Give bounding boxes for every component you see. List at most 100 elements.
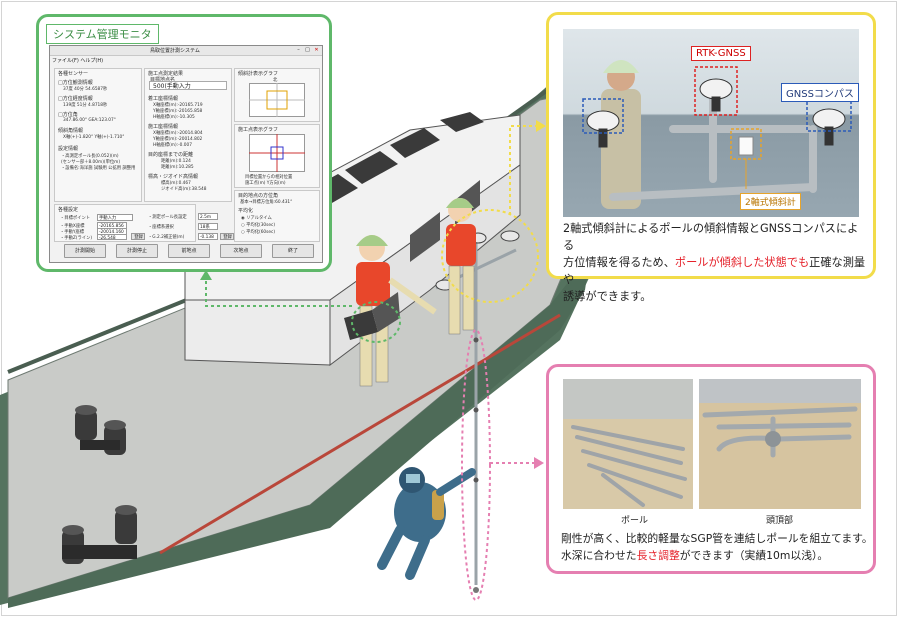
- pole-head-photo: [699, 379, 861, 509]
- monitor-window: 鳥取位置計測システム – □ ✕ ファイル(F) ヘルプ(H) 各種センサー □…: [49, 45, 323, 263]
- register-button-left[interactable]: 登録: [131, 233, 145, 240]
- tilt-sensor-label: 2軸式傾斜計: [740, 193, 801, 210]
- bollards-lower: [62, 505, 137, 564]
- position-label: □方位観測情報: [58, 80, 93, 86]
- pole-head-photo-illustration: [699, 379, 861, 458]
- system-monitor-panel: システム管理モニタ 鳥取位置計測システム – □ ✕ ファイル(F) ヘルプ(H…: [36, 14, 332, 272]
- rtk-desc-text: 2軸式傾斜計によるポールの傾斜情報とGNSSコンパスによる: [563, 222, 859, 252]
- rtk-photo-illustration: [582, 60, 852, 209]
- reference-coord-line: Y軸座標(m):-20165.858: [153, 109, 203, 114]
- rtk-desc-highlight: ポールが傾斜した状態でも: [674, 256, 810, 269]
- stop-measure-button[interactable]: 計測停止: [116, 244, 158, 258]
- sensor-section-label: 各種センサー: [58, 71, 89, 77]
- worker-holding-pole: [446, 198, 476, 335]
- pole-description: 剛性が高く、比較的軽量なSGP管を連結しポールを組立てます。 水深に合わせた長さ…: [561, 530, 873, 564]
- target-name-field: 500(手動入力: [149, 81, 227, 90]
- window-title: 鳥取位置計測システム: [150, 48, 200, 54]
- rtk-photo: RTK-GNSS GNSSコンパス 2軸式傾斜計: [563, 29, 859, 217]
- avg-option-label: 平均化(60sec): [246, 230, 276, 235]
- target-point-select[interactable]: 手動入力: [97, 214, 133, 221]
- target-azimuth-value: 基本→目標方位角:60.431°: [240, 200, 293, 205]
- rtk-desc-text: 方位情報を得るため、: [563, 256, 675, 269]
- pole-caption: ポール: [621, 516, 649, 526]
- rtk-desc-text: 誘導ができます。: [563, 290, 652, 303]
- position-value: 37度 40分 54.6587秒: [63, 87, 108, 92]
- worker-with-laptop: [344, 235, 437, 387]
- averaging-label: 平均化: [238, 208, 254, 214]
- window-titlebar: 鳥取位置計測システム – □ ✕: [50, 46, 322, 56]
- measured-coord-label: 施工座標情報: [148, 124, 179, 130]
- geoid-input[interactable]: -0.138: [198, 233, 218, 240]
- avg-option-30[interactable]: ○ 平均化(30sec): [241, 223, 276, 228]
- measured-coord-line: X軸座標(m):-20014.804: [153, 131, 203, 136]
- pole-desc-highlight: 長さ調整: [636, 549, 680, 562]
- result-section-label: 施工点測定結果: [148, 71, 184, 77]
- settings-line: ・設備名:海洋施 試験用 公拡用 調整用: [61, 166, 136, 171]
- target-x-label: ・手動X座標: [60, 224, 85, 229]
- pole-desc-text: 水深に合わせた: [561, 549, 637, 562]
- window-menu[interactable]: ファイル(F) ヘルプ(H): [52, 58, 104, 64]
- pole-desc-text: ができます（実績10m以浅）。: [679, 549, 829, 562]
- pole-desc-text: 剛性が高く、比較的軽量なSGP管を連結しポールを組立てます。: [561, 532, 873, 545]
- avg-option-60[interactable]: ○ 平均化(60sec): [241, 230, 276, 235]
- height-line: 標高(m):0.467: [161, 181, 191, 186]
- close-icon[interactable]: ✕: [314, 47, 319, 53]
- minimize-icon[interactable]: –: [297, 47, 300, 53]
- target-azimuth-label: 目的地点の方位角: [238, 193, 279, 199]
- next-point-button[interactable]: 次地点: [220, 244, 262, 258]
- azimuth-label: □方位角: [58, 112, 78, 118]
- pole-panel: ポール 頭頂部 剛性が高く、比較的軽量なSGP管を連結しポールを組立てます。 水…: [546, 364, 876, 574]
- pole-photo: [563, 379, 693, 509]
- pole-photo-illustration: [563, 379, 693, 507]
- rtk-gnss-label: RTK-GNSS: [691, 46, 751, 61]
- height-label: 標高・ジオイド高情報: [148, 174, 199, 180]
- rtk-gnss-panel: RTK-GNSS GNSSコンパス 2軸式傾斜計 2軸式傾斜計によるポールの傾斜…: [546, 12, 876, 303]
- position-graph-label: 施工点表示グラフ: [238, 127, 279, 133]
- avg-option-label: リアルタイム: [246, 216, 272, 221]
- avg-option-realtime[interactable]: ◉ リアルタイム: [241, 216, 272, 221]
- sensor-group: 各種センサー □方位観測情報 37度 40分 54.6587秒 □方位経度情報 …: [54, 68, 142, 202]
- target-point-label: ・目標ポイント: [60, 216, 91, 221]
- azimuth-group: 目的地点の方位角 基本→目標方位角:60.431° 平均化 ◉ リアルタイム ○…: [234, 190, 320, 242]
- tilt-graph-label: 傾斜計表示グラフ: [238, 71, 279, 77]
- gnss-compass-label: GNSSコンパス: [781, 83, 859, 102]
- start-measure-button[interactable]: 計測開始: [64, 244, 106, 258]
- position-graph: [249, 134, 305, 172]
- pole-tip: [473, 587, 479, 593]
- distance-line: 距離(m):10.285: [161, 165, 194, 170]
- result-group: 施工点測定結果 目標地点名 500(手動入力 着工座標情報 X軸座標(m):-2…: [144, 68, 232, 202]
- maximize-icon[interactable]: □: [305, 47, 310, 53]
- reference-coord-label: 着工座標情報: [148, 96, 179, 102]
- target-name-label: 目標地点名: [150, 77, 176, 83]
- monitor-connector: [205, 274, 352, 307]
- sensor-connector: [509, 125, 540, 215]
- tilt-values: X軸(+)-1.820° Y軸(+)-1.710°: [63, 135, 125, 140]
- exit-button[interactable]: 終了: [272, 244, 314, 258]
- tilt-label: 傾斜角情報: [58, 128, 84, 134]
- rtk-description: 2軸式傾斜計によるポールの傾斜情報とGNSSコンパスによる 方位情報を得るため、…: [563, 220, 869, 305]
- pole-head-caption: 頭頂部: [766, 516, 794, 526]
- monitor-panel-title: システム管理モニタ: [46, 24, 159, 44]
- reference-coord-line: H軸座標(m):-10.305: [153, 115, 195, 120]
- measured-coord-line: H軸座標(m):-0.007: [153, 143, 192, 148]
- pole-highlight-ellipse: [461, 329, 491, 601]
- position-graph-legend: 施工点(m) Y方向(m): [245, 181, 286, 186]
- pole-length-label: ・測定ポール長設定: [148, 215, 187, 220]
- hull-stripe: [159, 313, 561, 555]
- tilt-graph-group: 傾斜計表示グラフ 北: [234, 68, 320, 122]
- rtk-desc-text: 正確な測量や: [563, 256, 866, 286]
- coord-system-select[interactable]: 18系: [198, 223, 218, 230]
- reference-coord-line: X軸座標(m):-20165.719: [153, 103, 203, 108]
- longitude-value: 139度 51分 4.8718秒: [63, 103, 108, 108]
- longitude-label: □方位経度情報: [58, 96, 93, 102]
- cabin-front: [184, 299, 331, 366]
- target-z-input[interactable]: -26.548: [97, 234, 127, 241]
- prev-point-button[interactable]: 前地点: [168, 244, 210, 258]
- measured-coord-line: Y軸座標(m):-20014.802: [153, 137, 203, 142]
- azimuth-values: 347.86.00° GEA:123.07°: [63, 118, 116, 123]
- tilt-graph-north: 北: [273, 78, 278, 83]
- settings-line: (センサー部＋8.00m)(単位m): [61, 160, 121, 165]
- settings-group: 各種設定 ・目標ポイント 手動入力 ・手動X座標 -20165.856 ・手動Y…: [54, 204, 196, 242]
- register-button-mid[interactable]: 登録: [220, 233, 234, 240]
- pole-length-select[interactable]: 2.5m: [198, 213, 218, 220]
